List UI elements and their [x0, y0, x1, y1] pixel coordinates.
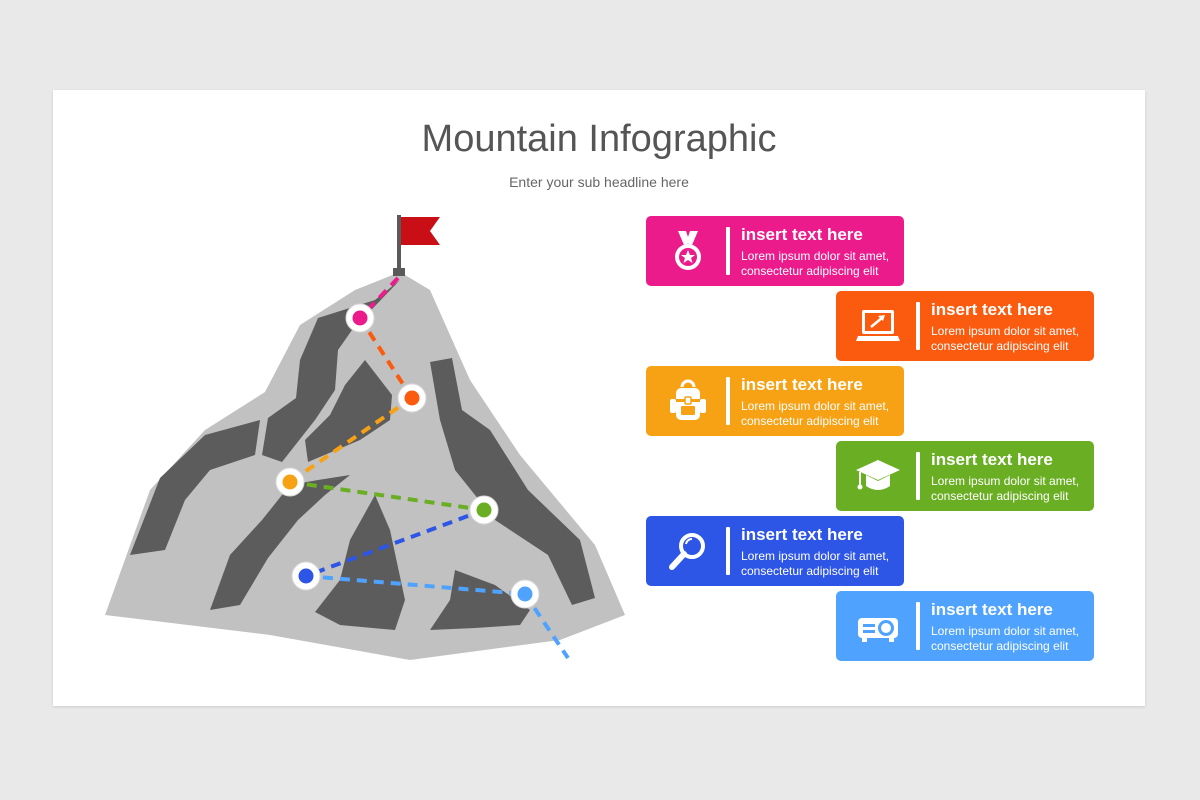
page-title: Mountain Infographic	[421, 118, 777, 160]
info-card-3: insert text here Lorem ipsum dolor sit a…	[646, 366, 904, 436]
graduation-cap-icon	[856, 460, 900, 490]
card-body: Lorem ipsum dolor sit amet, consectetur …	[741, 399, 890, 428]
projector-icon	[858, 618, 898, 642]
card-divider	[916, 452, 920, 500]
card-divider	[916, 602, 920, 650]
card-heading: insert text here	[931, 450, 1053, 469]
card-body: Lorem ipsum dolor sit amet, consectetur …	[741, 549, 890, 578]
card-heading: insert text here	[741, 525, 863, 544]
info-card-5: insert text here Lorem ipsum dolor sit a…	[646, 516, 904, 586]
laptop-icon	[856, 310, 900, 341]
card-divider	[726, 377, 730, 425]
info-card-4: insert text here Lorem ipsum dolor sit a…	[836, 441, 1094, 511]
card-heading: insert text here	[931, 600, 1053, 619]
card-body: Lorem ipsum dolor sit amet, consectetur …	[931, 324, 1080, 353]
page-subtitle: Enter your sub headline here	[509, 174, 689, 190]
card-body: Lorem ipsum dolor sit amet, consectetur …	[741, 249, 890, 278]
card-divider	[916, 302, 920, 350]
medal-icon	[675, 231, 701, 270]
card-body: Lorem ipsum dolor sit amet, consectetur …	[931, 474, 1080, 503]
card-body: Lorem ipsum dolor sit amet, consectetur …	[931, 624, 1080, 653]
card-heading: insert text here	[931, 300, 1053, 319]
card-divider	[726, 227, 730, 275]
card-heading: insert text here	[741, 225, 863, 244]
backpack-icon	[670, 379, 706, 420]
magnifier-icon	[669, 533, 705, 570]
card-heading: insert text here	[741, 375, 863, 394]
info-card-6: insert text here Lorem ipsum dolor sit a…	[836, 591, 1094, 661]
info-card-1: insert text here Lorem ipsum dolor sit a…	[646, 216, 904, 286]
info-card-2: insert text here Lorem ipsum dolor sit a…	[836, 291, 1094, 361]
card-divider	[726, 527, 730, 575]
